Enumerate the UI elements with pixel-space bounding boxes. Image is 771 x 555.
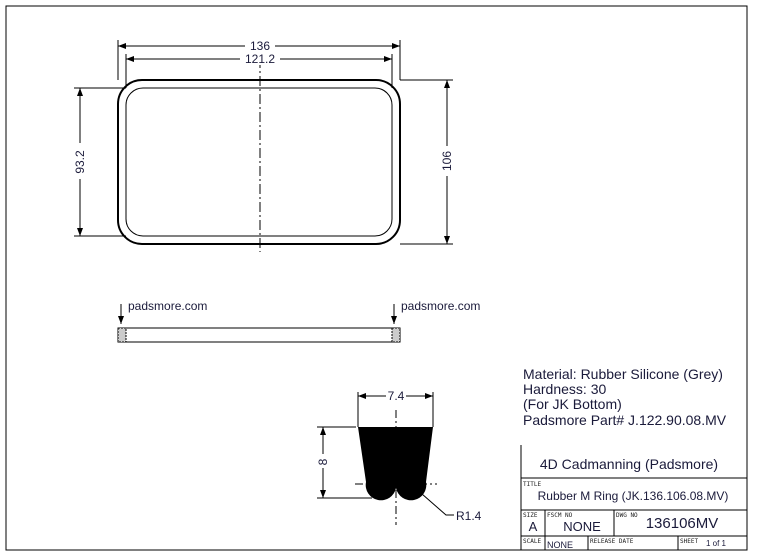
profile-section: 7.4 8 R1.4 (316, 388, 482, 525)
title-label: TITLE (523, 481, 541, 488)
title-block: 4D Cadmanning (Padsmore) TITLE Rubber M … (520, 445, 747, 550)
sheet-border (5, 5, 748, 551)
top-view: 136 121.2 93.2 106 (73, 38, 454, 252)
radius-label: R1.4 (456, 509, 482, 523)
dim-136-label: 136 (250, 39, 270, 53)
company-name: 4D Cadmanning (Padsmore) (540, 456, 718, 472)
inner-outline (125, 87, 393, 237)
drawing-title: Rubber M Ring (JK.136.106.08.MV) (538, 489, 729, 503)
dim-93-2-label: 93.2 (73, 150, 87, 174)
note-hardness: Hardness: 30 (523, 381, 606, 397)
outer-outline (117, 79, 401, 245)
fscm-label: FSCM NO (547, 512, 573, 519)
note-part-number: Padsmore Part# J.122.90.08.MV (523, 412, 727, 428)
marker-left-label: padsmore.com (128, 299, 207, 313)
dwg-number: 136106MV (646, 515, 719, 532)
dwg-label: DWG NO (616, 512, 638, 519)
edge-view: padsmore.com padsmore.com (117, 299, 480, 343)
scale-value: NONE (547, 540, 573, 550)
scale-label: SCALE (523, 538, 541, 545)
dim-7-4-label: 7.4 (388, 389, 405, 403)
dim-8-label: 8 (316, 458, 330, 465)
marker-right-label: padsmore.com (401, 299, 480, 313)
size-label: SIZE (523, 512, 538, 519)
dim-106-label: 106 (440, 151, 454, 171)
note-usage: (For JK Bottom) (523, 396, 622, 412)
fscm-value: NONE (563, 519, 601, 534)
size-value: A (529, 519, 538, 534)
sheet-value: 1 of 1 (706, 539, 727, 548)
sheet-label: SHEET (680, 538, 698, 545)
radius-leader (421, 493, 454, 516)
dim-121-2-label: 121.2 (245, 52, 275, 66)
material-notes: Material: Rubber Silicone (Grey) Hardnes… (523, 366, 727, 428)
note-material: Material: Rubber Silicone (Grey) (523, 366, 723, 382)
release-date-label: RELEASE DATE (590, 538, 634, 545)
